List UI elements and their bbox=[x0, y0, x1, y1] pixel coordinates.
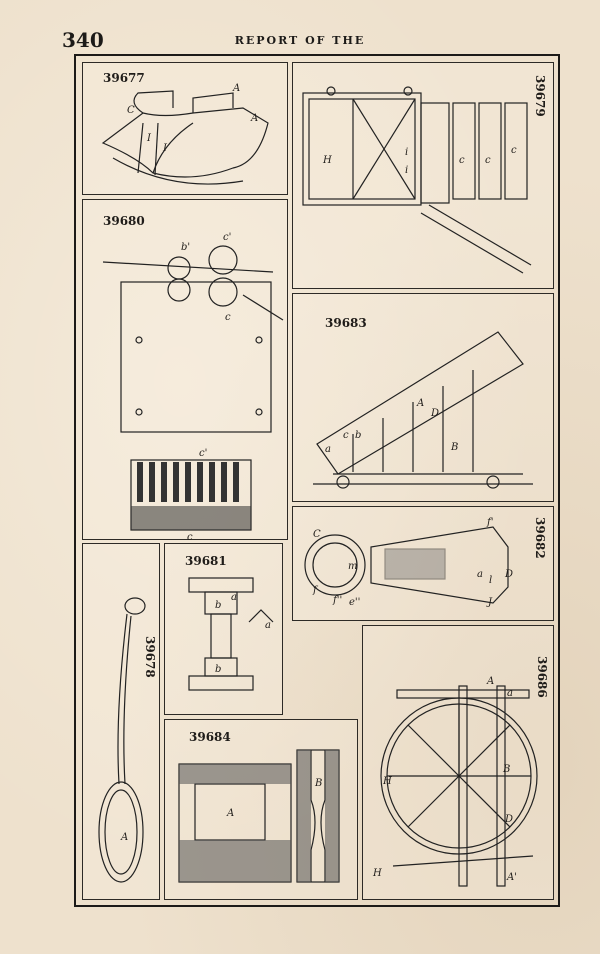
mold-section-drawing: A B bbox=[178, 749, 340, 883]
label-A-prime: A' bbox=[506, 872, 517, 883]
grain-bin-drawing: H i i c c c bbox=[302, 86, 532, 274]
label-c-bottom: c bbox=[187, 532, 193, 541]
label-A-top: A bbox=[232, 83, 240, 94]
label-A: A bbox=[486, 676, 494, 687]
carriage-body-drawing: A A C I I bbox=[101, 83, 269, 185]
label-H-upper: H bbox=[382, 776, 392, 787]
label-D: D bbox=[430, 408, 439, 419]
label-b: b bbox=[355, 430, 361, 441]
wringer-machine-drawing: b' c' c c' c bbox=[102, 232, 284, 541]
figure-number: 39684 bbox=[189, 730, 231, 744]
label-B: B bbox=[502, 764, 510, 775]
label-a-detail: a bbox=[265, 620, 271, 631]
label-a: a bbox=[477, 569, 483, 580]
figure-39682-panel: 39682 C m f' f'' e'' J D a l f bbox=[292, 506, 554, 621]
label-i-upper: i bbox=[405, 147, 408, 158]
label-H-lower: H bbox=[372, 868, 382, 879]
label-f: f bbox=[312, 585, 319, 596]
label-A: A bbox=[416, 398, 424, 409]
label-c: c bbox=[343, 430, 349, 441]
lamp-burner-drawing: C m f' f'' e'' J D a l f bbox=[304, 517, 513, 608]
label-J: J bbox=[486, 597, 493, 608]
label-H: H bbox=[322, 155, 332, 166]
label-c: c bbox=[225, 312, 231, 323]
label-a: a bbox=[507, 688, 513, 699]
label-c-1: c bbox=[459, 155, 465, 166]
label-c-prime-top: c' bbox=[223, 232, 231, 243]
running-head: REPORT OF THE bbox=[234, 34, 366, 47]
label-b-prime: b' bbox=[181, 242, 190, 253]
figure-39683-panel: 39683 A B D a b c bbox=[292, 293, 554, 502]
label-C: C bbox=[127, 105, 135, 116]
label-f-prime: f' bbox=[486, 517, 493, 528]
label-f-double-prime: f'' bbox=[332, 595, 342, 606]
figure-number: 39681 bbox=[185, 554, 227, 568]
figure-39680-panel: 39680 bbox=[82, 199, 288, 541]
figure-number: 39680 bbox=[103, 214, 145, 228]
figure-39677-panel: 39677 A A C I I bbox=[82, 62, 288, 195]
label-A: A bbox=[226, 808, 234, 819]
label-b-bottom: b bbox=[215, 664, 221, 675]
label-b-top: b bbox=[215, 600, 221, 611]
label-i-lower: i bbox=[405, 165, 408, 176]
label-c-2: c bbox=[485, 155, 491, 166]
label-I-right: I bbox=[162, 143, 168, 154]
label-B: B bbox=[314, 778, 322, 789]
figure-39681-panel: 39681 a b b a bbox=[164, 543, 283, 715]
label-D: D bbox=[504, 814, 513, 825]
label-a: a bbox=[325, 444, 331, 455]
figure-number: 39677 bbox=[103, 71, 145, 85]
page-number: 340 bbox=[62, 28, 104, 52]
figure-39679-panel: 39679 H i i c c c bbox=[292, 62, 554, 289]
label-B: B bbox=[450, 442, 458, 453]
label-e-double-prime: e'' bbox=[349, 597, 360, 608]
label-A-side: A bbox=[250, 113, 258, 124]
patent-drawings-plate: 39677 A A C I I 39679 bbox=[74, 54, 560, 907]
label-c-prime-bottom: c' bbox=[199, 448, 207, 459]
dumping-cart-drawing: A B D a b c bbox=[313, 331, 533, 489]
label-l: l bbox=[489, 575, 492, 586]
label-I-left: I bbox=[146, 133, 152, 144]
label-A: A bbox=[120, 832, 128, 843]
figure-39678-panel: 39678 A bbox=[82, 543, 160, 900]
ladle-drawing: A bbox=[98, 597, 146, 883]
label-D: D bbox=[504, 569, 513, 580]
wheel-frame-drawing: A a B H D A' H bbox=[372, 676, 538, 887]
label-m: m bbox=[348, 561, 357, 572]
label-a-top: a bbox=[231, 592, 237, 603]
spool-drawing: a b b a bbox=[188, 577, 274, 691]
figure-39686-panel: 39686 A a B H D A' H bbox=[362, 625, 554, 900]
label-C: C bbox=[313, 529, 321, 540]
figure-number: 39683 bbox=[325, 316, 367, 330]
figure-39684-panel: 39684 A B bbox=[164, 719, 358, 900]
label-c-3: c bbox=[511, 145, 517, 156]
